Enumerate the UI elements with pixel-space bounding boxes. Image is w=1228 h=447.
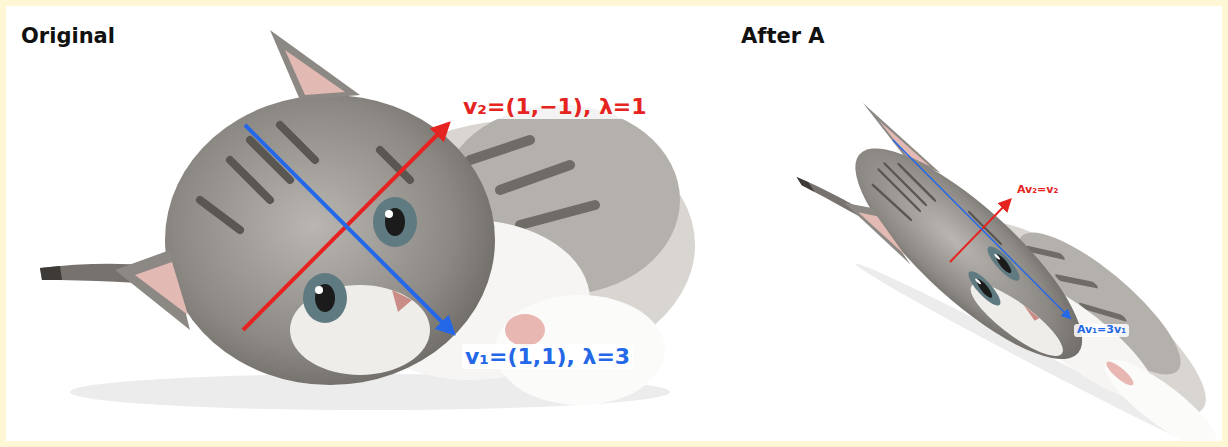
eigenvector-label: v₁=(1,1), λ=3 [462,344,633,369]
panel-title: Original [18,24,118,48]
kitten-illustration [6,6,1222,441]
figure-ground: Original After A v₂=(1,−1), λ=1 v₁=(1,1), λ… [6,6,1222,441]
image-vector-label: Av₁=3v₁ [1074,324,1129,337]
panel-title: After A [738,24,828,48]
image-vector-label: Av₂=v₂ [1014,184,1061,197]
eigenvector-label: v₂=(1,−1), λ=1 [460,94,650,119]
